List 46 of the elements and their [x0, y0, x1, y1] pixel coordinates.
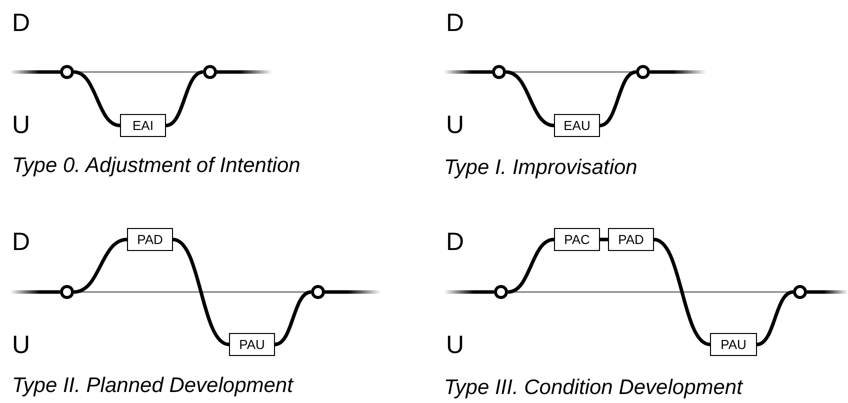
axis-label: D — [12, 11, 30, 36]
connector-curve — [506, 70, 554, 128]
line-stub — [325, 290, 381, 294]
junction-circle — [203, 65, 217, 79]
connector-curve — [74, 70, 120, 128]
axis-label: U — [12, 333, 30, 358]
connector-curve — [166, 70, 204, 128]
junction-circle — [636, 65, 650, 79]
connector-curve — [653, 238, 711, 346]
line-stub — [807, 290, 848, 294]
junction-circle — [311, 285, 325, 299]
axis-label: D — [12, 230, 30, 255]
connector-curve — [756, 290, 794, 346]
connector-curve — [74, 238, 128, 294]
line-stub — [444, 70, 492, 74]
phase-box: PAC — [554, 228, 600, 251]
axis-label: D — [446, 230, 464, 255]
junction-circle — [492, 65, 506, 79]
junction-circle — [60, 285, 74, 299]
connector-curve — [600, 70, 636, 128]
axis-label: D — [446, 11, 464, 36]
diagram-caption: Type I. Improvisation — [444, 157, 638, 178]
connector-curve — [600, 238, 608, 242]
connector-curve — [508, 238, 554, 294]
phase-box: PAD — [608, 228, 654, 251]
junction-circle — [793, 285, 807, 299]
phase-box: EAU — [554, 114, 600, 137]
line-stub — [10, 70, 60, 74]
phase-box: PAU — [229, 333, 275, 356]
diagram-caption: Type III. Condition Development — [444, 377, 742, 398]
axis-label: U — [446, 333, 464, 358]
phase-box: PAU — [710, 333, 757, 356]
phase-box: EAI — [120, 114, 166, 137]
line-stub — [217, 70, 272, 74]
line-stub — [444, 290, 494, 294]
phase-box: PAD — [127, 228, 173, 251]
junction-circle — [60, 65, 74, 79]
junction-circle — [494, 285, 508, 299]
connector-curve — [172, 238, 230, 346]
axis-label: U — [446, 113, 464, 138]
line-stub — [10, 290, 60, 294]
diagram-caption: Type 0. Adjustment of Intention — [12, 155, 300, 176]
diagram-caption: Type II. Planned Development — [12, 375, 293, 396]
connector-curve — [274, 290, 312, 346]
line-stub — [650, 70, 706, 74]
axis-label: U — [12, 113, 30, 138]
